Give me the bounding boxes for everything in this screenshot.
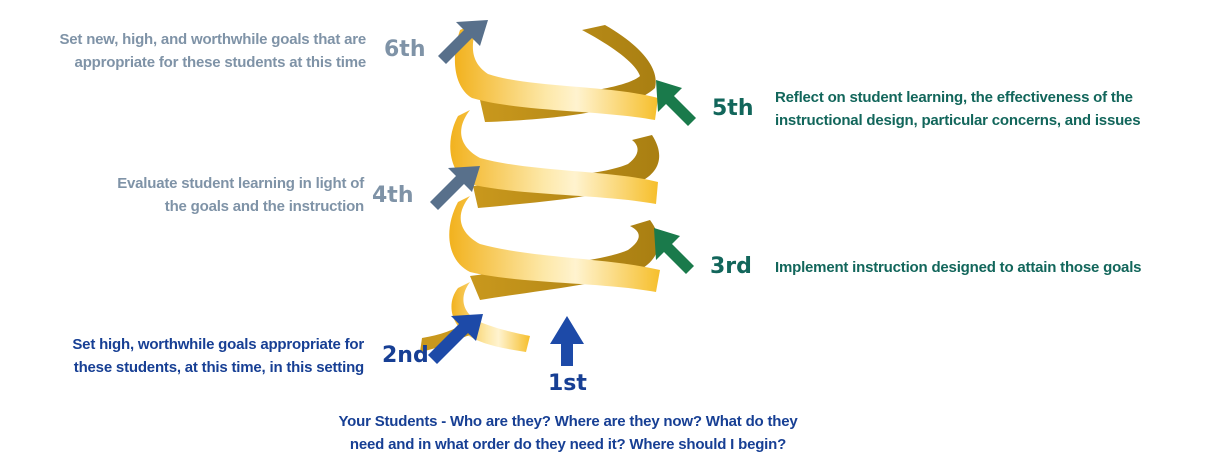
- arrow-5th-icon: [656, 80, 696, 126]
- step-5th-line-1: Reflect on student learning, the effecti…: [775, 89, 1133, 106]
- step-1st-label: 1st: [548, 371, 587, 396]
- step-6th-line-2: appropriate for these students at this t…: [74, 54, 367, 71]
- helix-front-strand: [454, 22, 658, 120]
- step-1st-text: Your Students - Who are they? Where are …: [288, 410, 848, 456]
- arrow-4th-icon: [430, 166, 480, 210]
- step-3rd-line-1: Implement instruction designed to attain…: [775, 259, 1142, 276]
- step-6th-line-1: Set new, high, and worthwhile goals that…: [59, 31, 366, 48]
- arrow-3rd-icon: [654, 228, 694, 274]
- step-1st-line-2: need and in what order do they need it? …: [349, 436, 787, 453]
- step-4th-text: Evaluate student learning in light of th…: [8, 172, 364, 218]
- helix-front-strand: [449, 196, 660, 292]
- step-2nd-label: 2nd: [382, 343, 429, 368]
- step-3rd-text: Implement instruction designed to attain…: [775, 256, 1200, 279]
- step-4th-line-1: Evaluate student learning in light of: [117, 175, 364, 192]
- step-5th-text: Reflect on student learning, the effecti…: [775, 86, 1195, 132]
- step-5th-line-2: instructional design, particular concern…: [775, 112, 1141, 129]
- arrow-1st-icon: [550, 316, 584, 366]
- helix-front-strand: [450, 110, 658, 204]
- helix-back-strand: [470, 220, 659, 300]
- step-6th-text: Set new, high, and worthwhile goals that…: [8, 28, 366, 74]
- step-5th-label: 5th: [712, 96, 754, 121]
- step-2nd-line-1: Set high, worthwhile goals appropriate f…: [72, 336, 364, 353]
- step-6th-label: 6th: [384, 37, 426, 62]
- step-2nd-text: Set high, worthwhile goals appropriate f…: [8, 333, 364, 379]
- step-4th-line-2: the goals and the instruction: [164, 198, 364, 215]
- step-3rd-label: 3rd: [710, 254, 752, 279]
- arrow-2nd-icon: [428, 314, 483, 364]
- arrow-6th-icon: [438, 20, 488, 64]
- step-2nd-line-2: these students, at this time, in this se…: [73, 359, 364, 376]
- step-1st-line-1: Your Students - Who are they? Where are …: [338, 413, 798, 430]
- step-4th-label: 4th: [372, 183, 414, 208]
